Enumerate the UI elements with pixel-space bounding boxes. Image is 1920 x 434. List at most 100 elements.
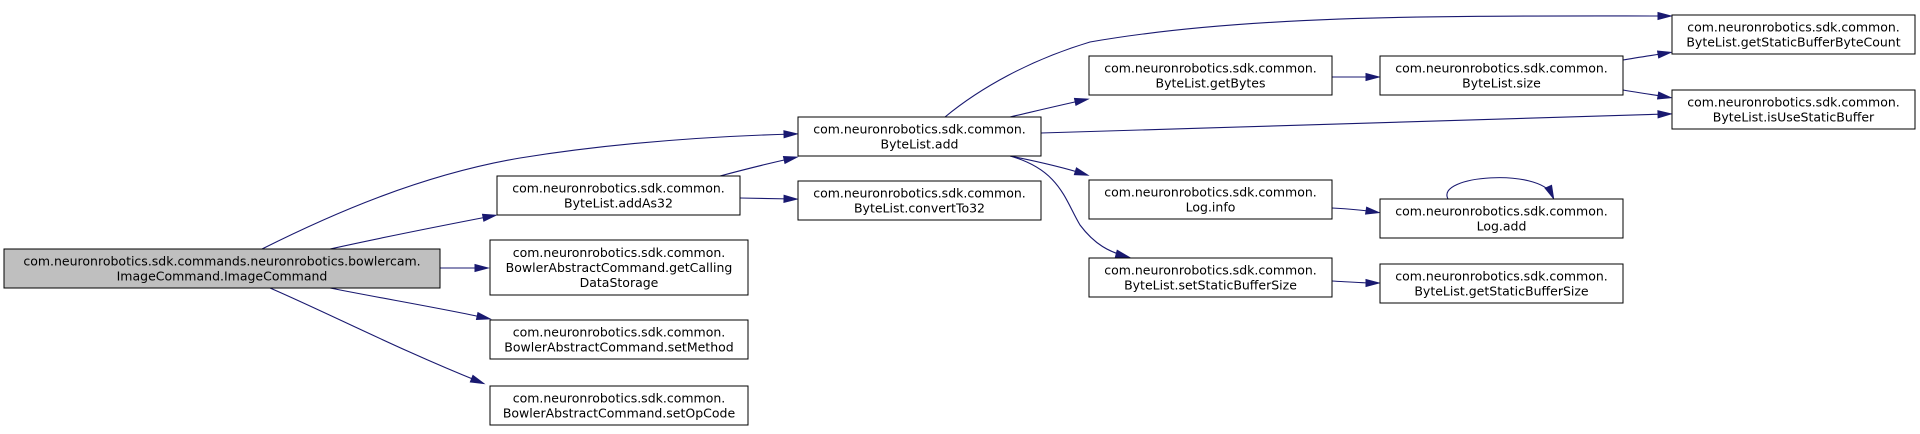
node-logAdd[interactable]: com.neuronrobotics.sdk.common.Log.add [1379, 198, 1624, 239]
node-box [3, 248, 441, 289]
node-label-line: Log.add [1477, 219, 1527, 234]
node-label-line: BowlerAbstractCommand.setOpCode [503, 406, 736, 421]
edge-root-to-setMethod [329, 287, 492, 321]
node-label-line: com.neuronrobotics.sdk.commands.neuronro… [23, 254, 420, 269]
edge-size-to-getStaticBufferByteCount [1622, 50, 1673, 61]
arrowhead-icon [475, 311, 492, 321]
edge-addAs32-to-add [719, 156, 799, 177]
node-size[interactable]: com.neuronrobotics.sdk.common.ByteList.s… [1379, 55, 1624, 96]
node-add[interactable]: com.neuronrobotics.sdk.common.ByteList.a… [797, 116, 1042, 157]
edge-line [1446, 177, 1553, 200]
arrowhead-icon [783, 194, 799, 203]
node-label-line: ByteList.isUseStaticBuffer [1713, 110, 1875, 125]
node-label-line: ByteList.getStaticBufferSize [1414, 284, 1589, 299]
edge-add-to-isUseStaticBuffer [1040, 110, 1673, 134]
edge-getBytes-to-size [1332, 72, 1381, 82]
edge-setStaticBufferSize-to-getStaticBufferSize [1331, 278, 1381, 288]
node-getCallingDataStorage[interactable]: com.neuronrobotics.sdk.common.BowlerAbst… [489, 239, 749, 296]
node-box [1088, 179, 1333, 220]
edge-root-to-setOpCode [269, 287, 486, 385]
node-label-line: BowlerAbstractCommand.setMethod [504, 340, 733, 355]
node-label-line: ByteList.getStaticBufferByteCount [1686, 35, 1900, 50]
node-label-line: ByteList.size [1462, 76, 1541, 91]
edge-line [1009, 155, 1085, 175]
node-label-line: com.neuronrobotics.sdk.common. [813, 122, 1026, 137]
node-getBytes[interactable]: com.neuronrobotics.sdk.common.ByteList.g… [1088, 55, 1333, 96]
node-label-line: com.neuronrobotics.sdk.common. [1104, 185, 1317, 200]
arrowhead-icon [1656, 50, 1673, 59]
edges-layer [261, 11, 1673, 385]
node-label-line: com.neuronrobotics.sdk.common. [1395, 204, 1608, 219]
node-box [496, 175, 741, 216]
edge-line [1009, 155, 1126, 257]
node-label-line: com.neuronrobotics.sdk.common. [1104, 263, 1317, 278]
node-label-line: BowlerAbstractCommand.getCalling [506, 260, 733, 275]
node-label-line: ByteList.getBytes [1156, 76, 1266, 91]
arrowhead-icon [1544, 184, 1555, 201]
node-convertTo32[interactable]: com.neuronrobotics.sdk.common.ByteList.c… [797, 180, 1042, 221]
arrowhead-icon [1073, 167, 1090, 176]
node-label-line: ByteList.convertTo32 [854, 201, 985, 216]
node-box [797, 116, 1042, 157]
edge-addAs32-to-convertTo32 [739, 194, 799, 203]
node-setStaticBufferSize[interactable]: com.neuronrobotics.sdk.common.ByteList.s… [1088, 257, 1333, 298]
node-label-line: com.neuronrobotics.sdk.common. [1395, 269, 1608, 284]
node-box [1379, 55, 1624, 96]
edge-logInfo-to-logAdd [1331, 206, 1381, 215]
node-box [1379, 263, 1624, 304]
edge-line [329, 215, 493, 250]
node-logInfo[interactable]: com.neuronrobotics.sdk.common.Log.info [1088, 179, 1333, 220]
node-setOpCode[interactable]: com.neuronrobotics.sdk.common.BowlerAbst… [489, 385, 749, 426]
arrowhead-icon [474, 263, 490, 273]
edge-line [261, 133, 794, 250]
nodes-layer: com.neuronrobotics.sdk.commands.neuronro… [3, 14, 1916, 426]
node-isUseStaticBuffer[interactable]: com.neuronrobotics.sdk.common.ByteList.i… [1671, 89, 1916, 130]
node-box [797, 180, 1042, 221]
node-box [489, 385, 749, 426]
arrowhead-icon [1657, 110, 1673, 119]
node-label-line: com.neuronrobotics.sdk.common. [1104, 61, 1317, 76]
node-addAs32[interactable]: com.neuronrobotics.sdk.common.ByteList.a… [496, 175, 741, 216]
node-label-line: com.neuronrobotics.sdk.common. [512, 181, 725, 196]
node-box [1671, 14, 1916, 55]
node-label-line: DataStorage [580, 275, 659, 290]
arrowhead-icon [783, 130, 799, 139]
edge-line [329, 287, 487, 319]
node-box [1088, 257, 1333, 298]
node-box [1379, 198, 1624, 239]
node-label-line: com.neuronrobotics.sdk.common. [1687, 20, 1900, 35]
node-label-line: com.neuronrobotics.sdk.common. [1395, 61, 1608, 76]
edge-add-to-getStaticBufferByteCount [944, 11, 1673, 118]
edge-line [1009, 99, 1085, 118]
node-box [489, 319, 749, 360]
edge-root-to-addAs32 [329, 213, 498, 250]
node-label-line: com.neuronrobotics.sdk.common. [813, 186, 1026, 201]
arrowhead-icon [782, 156, 799, 165]
edge-add-to-setStaticBufferSize [1009, 155, 1131, 258]
arrowhead-icon [1073, 97, 1090, 107]
node-setMethod[interactable]: com.neuronrobotics.sdk.common.BowlerAbst… [489, 319, 749, 360]
arrowhead-icon [1114, 249, 1131, 258]
node-label-line: com.neuronrobotics.sdk.common. [513, 391, 726, 406]
edge-line [944, 15, 1668, 118]
node-box [489, 239, 749, 296]
node-label-line: com.neuronrobotics.sdk.common. [513, 245, 726, 260]
edge-line [719, 157, 794, 177]
node-getStaticBufferByteCount[interactable]: com.neuronrobotics.sdk.common.ByteList.g… [1671, 14, 1916, 55]
node-label-line: com.neuronrobotics.sdk.common. [1687, 95, 1900, 110]
node-box [1088, 55, 1333, 96]
node-root[interactable]: com.neuronrobotics.sdk.commands.neuronro… [3, 248, 441, 289]
edge-size-to-isUseStaticBuffer [1622, 89, 1673, 100]
edge-add-to-logInfo [1009, 155, 1090, 176]
arrowhead-icon [481, 213, 498, 222]
arrowhead-icon [1657, 11, 1673, 21]
edge-add-to-getBytes [1009, 97, 1090, 118]
node-label-line: ByteList.addAs32 [564, 196, 673, 211]
node-label-line: ByteList.setStaticBufferSize [1124, 278, 1297, 293]
node-label-line: ByteList.add [881, 137, 959, 152]
arrowhead-icon [1365, 278, 1381, 288]
node-getStaticBufferSize[interactable]: com.neuronrobotics.sdk.common.ByteList.g… [1379, 263, 1624, 304]
arrowhead-icon [1365, 72, 1381, 82]
edge-root-to-getCallingDataStorage [440, 263, 490, 273]
